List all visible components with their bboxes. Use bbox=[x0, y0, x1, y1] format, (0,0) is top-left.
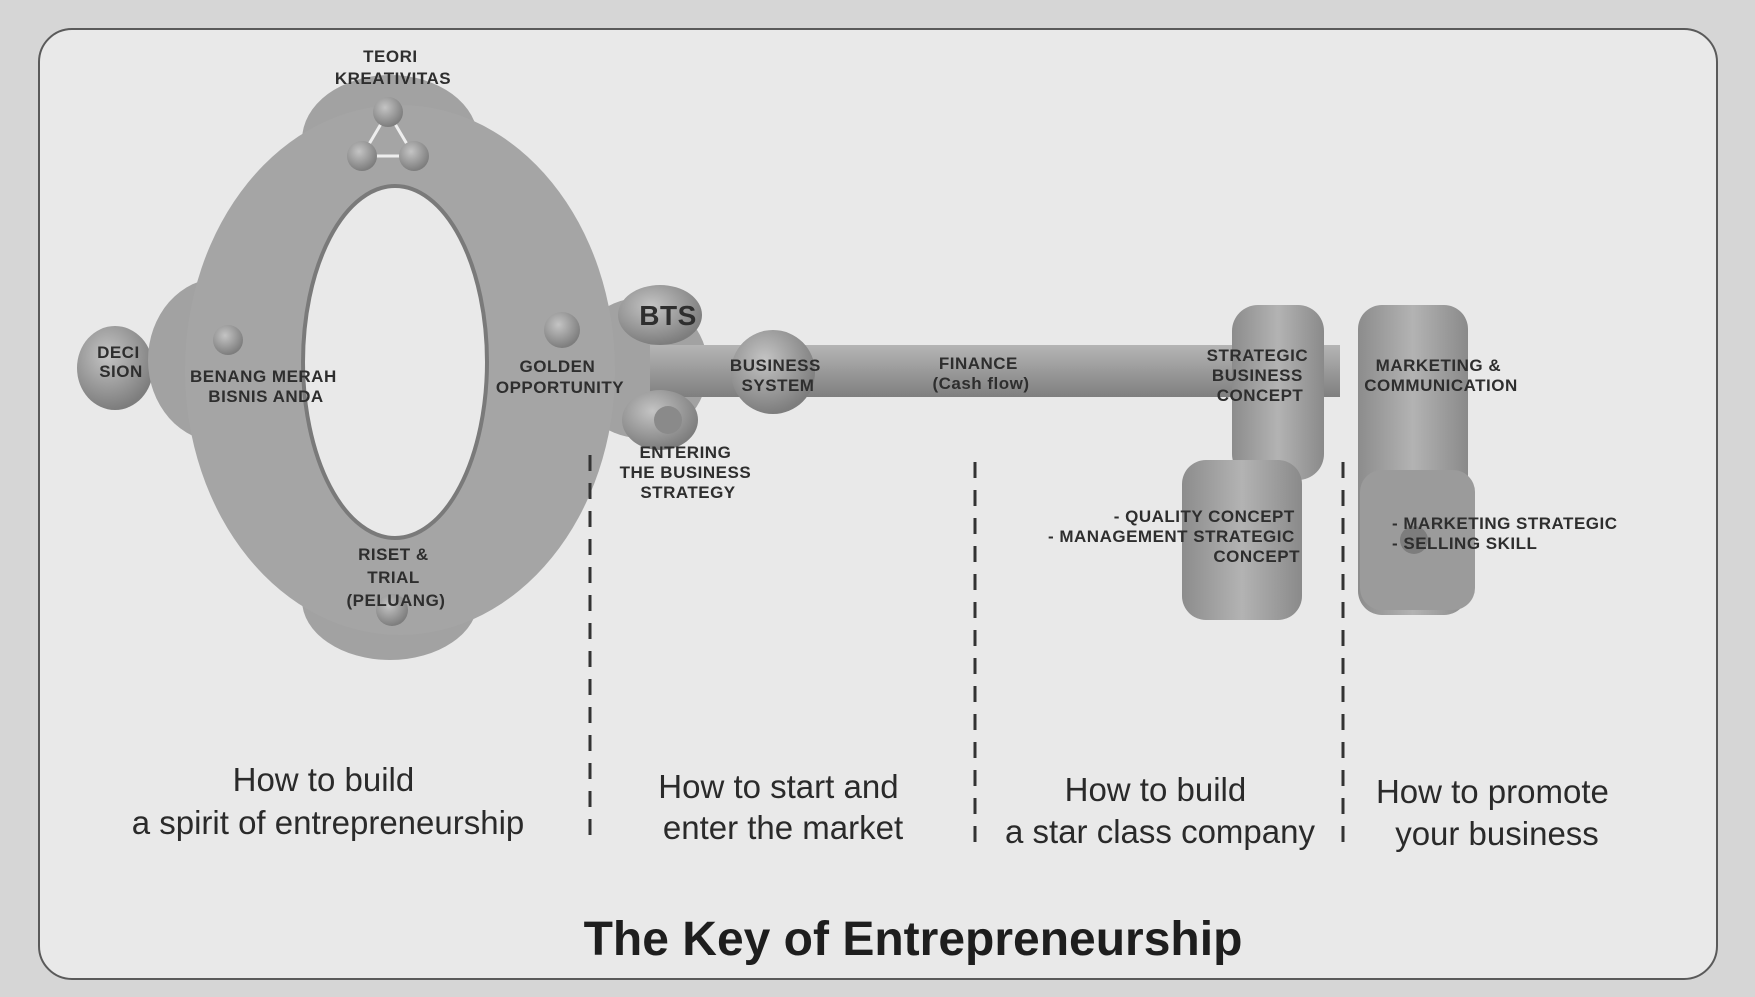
benang-merah-dot bbox=[213, 325, 243, 355]
label-quality: - QUALITY CONCEPT - MANAGEMENT STRATEGIC… bbox=[1048, 507, 1300, 566]
caption-star: How to build a star class company bbox=[1005, 771, 1315, 850]
caption-promote: How to promote your business bbox=[1376, 773, 1618, 852]
riset-dot bbox=[376, 594, 408, 626]
label-riset: RISET & TRIAL (PELUANG) bbox=[347, 545, 446, 610]
label-golden: GOLDEN OPPORTUNITY bbox=[496, 357, 624, 397]
golden-dot bbox=[544, 312, 580, 348]
decision-knob bbox=[77, 326, 153, 410]
bts-collar bbox=[618, 285, 702, 345]
label-entering: ENTERING THE BUSINESS STRATEGY bbox=[620, 443, 757, 502]
label-strategic: STRATEGIC BUSINESS CONCEPT bbox=[1207, 346, 1314, 405]
caption-spirit: How to build a spirit of entrepreneurshi… bbox=[132, 761, 525, 841]
strategic-bit-lower bbox=[1182, 460, 1302, 620]
label-bts: BTS bbox=[639, 300, 697, 331]
label-benang-merah: BENANG MERAH BISNIS ANDA bbox=[190, 367, 342, 406]
label-finance: FINANCE (Cash flow) bbox=[932, 354, 1029, 393]
label-decision: DECI SION bbox=[97, 343, 145, 381]
bow-hole bbox=[301, 184, 489, 540]
business-system-ball bbox=[731, 330, 815, 414]
diagram-title: The Key of Entrepreneurship bbox=[584, 913, 1243, 966]
label-marketing: MARKETING & COMMUNICATION bbox=[1364, 356, 1518, 395]
key-bits bbox=[1182, 305, 1475, 620]
strategic-bit-upper bbox=[1232, 305, 1324, 480]
teori-circles bbox=[347, 97, 429, 171]
label-business-system: BUSINESS SYSTEM bbox=[730, 356, 826, 395]
label-marketing-strategic: - MARKETING STRATEGIC - SELLING SKILL bbox=[1392, 514, 1623, 553]
label-teori: TEORI KREATIVITAS bbox=[335, 47, 451, 88]
key-shaft bbox=[618, 285, 1340, 450]
caption-start: How to start and enter the market bbox=[658, 768, 907, 846]
